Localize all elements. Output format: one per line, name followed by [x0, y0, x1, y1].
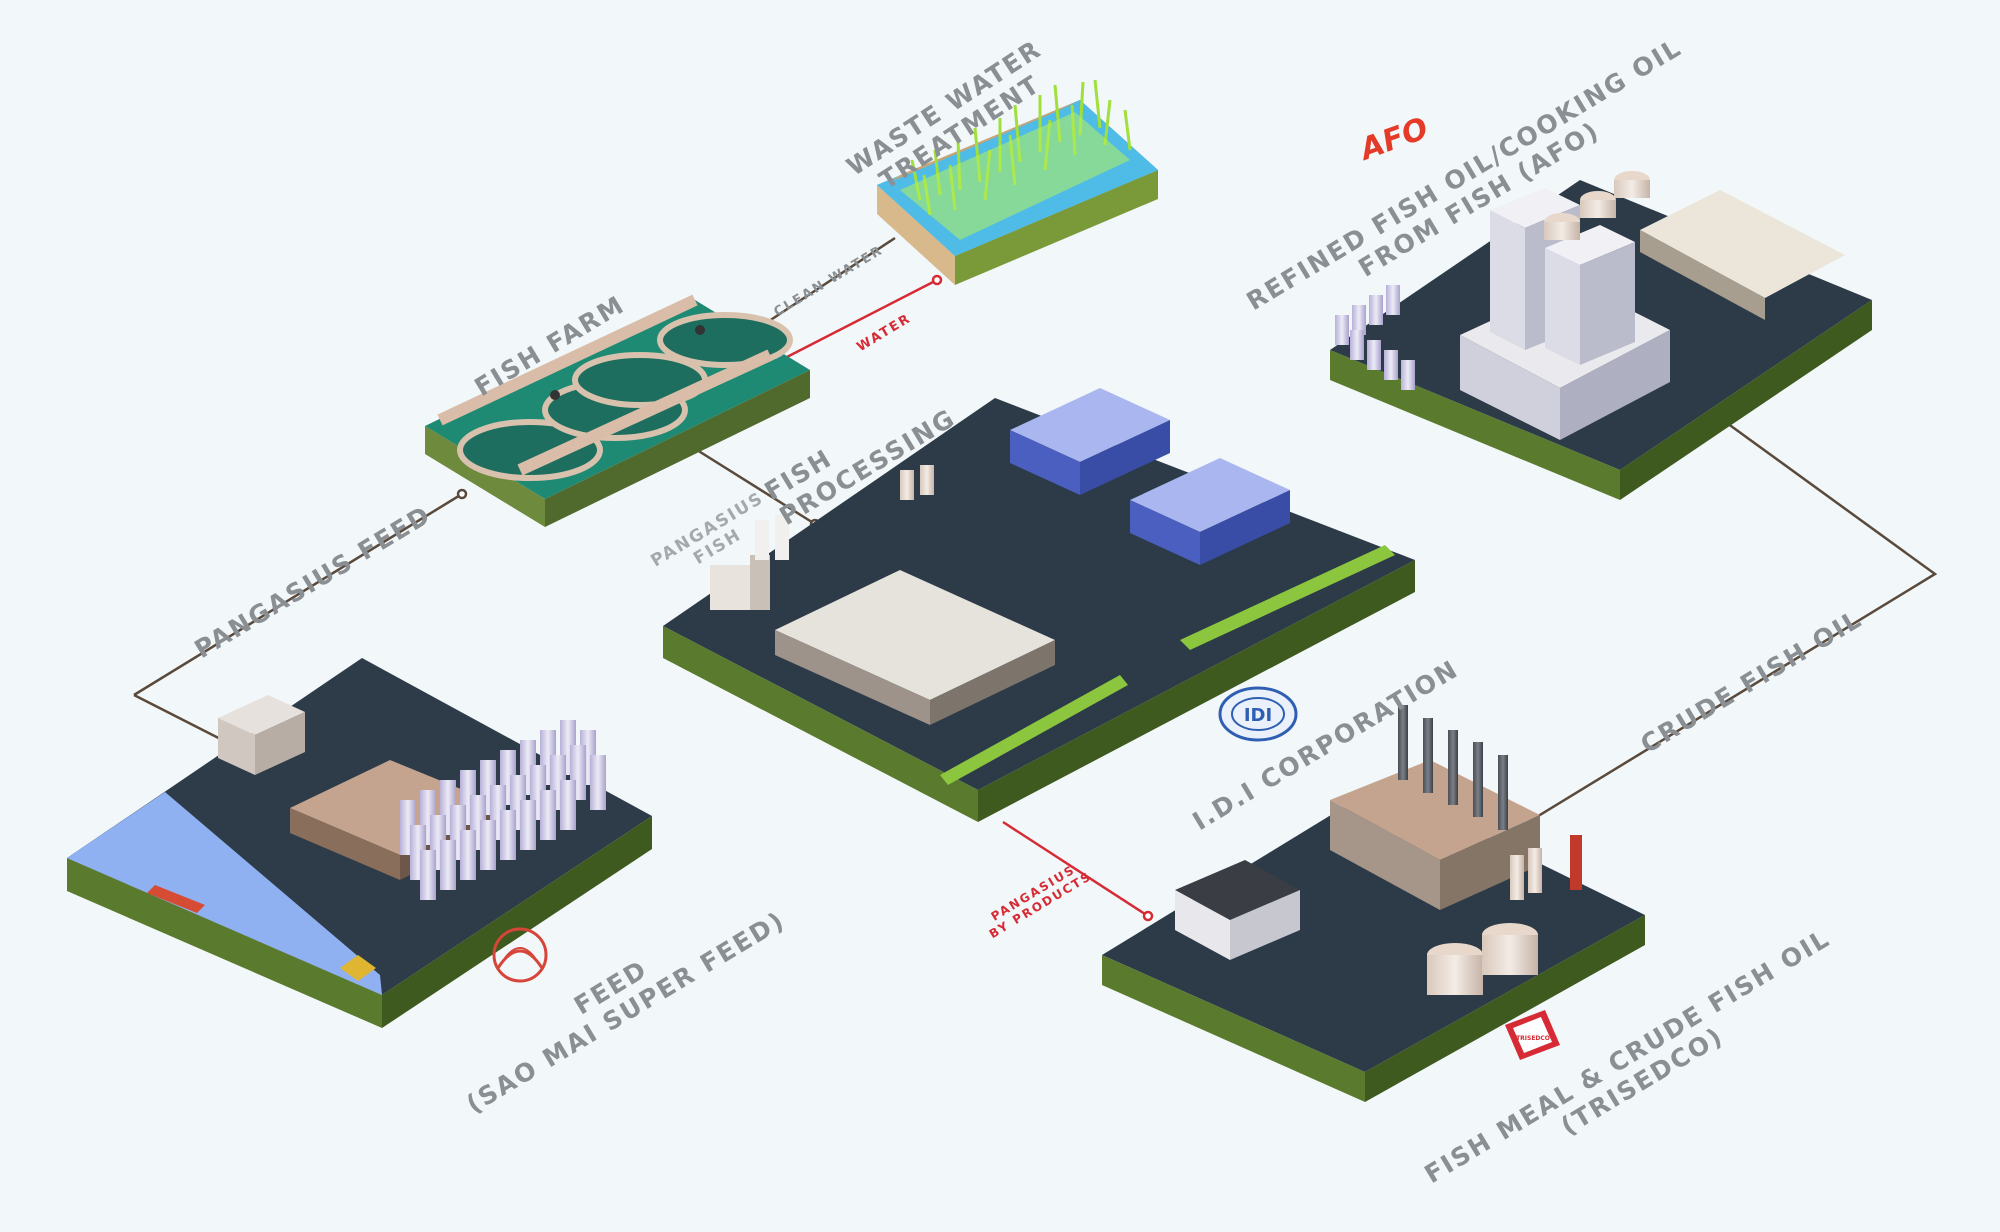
fish-farm-block	[425, 294, 810, 527]
afo-logo-text: AFO	[1354, 111, 1433, 168]
connector-water	[784, 278, 938, 360]
connector-fish-processing	[696, 448, 816, 526]
walkways	[437, 294, 773, 476]
connector-by-products	[1002, 820, 1149, 918]
connector-crude-fish-oil	[1511, 416, 1938, 834]
afo-refinery-block	[1330, 171, 1872, 500]
trisedco-logo: TRISEDCO	[1505, 1010, 1560, 1060]
feed-plant-block	[67, 658, 652, 1028]
trisedco-block	[1102, 705, 1645, 1102]
feed-silos	[400, 720, 606, 900]
idi-logo-text: IDI	[1244, 705, 1272, 726]
idi-logo: IDI	[1218, 686, 1298, 742]
afo-tanks	[1335, 285, 1415, 390]
afo-logo: AFO	[1354, 111, 1433, 168]
trisedco-logo-text: TRISEDCO	[1516, 1035, 1550, 1042]
connector-feed	[133, 492, 463, 697]
idi-processing-block	[663, 388, 1415, 822]
sao-mai-logo	[492, 927, 548, 983]
waste-water-treatment-block	[877, 79, 1158, 285]
connector-clean-water	[762, 236, 896, 327]
